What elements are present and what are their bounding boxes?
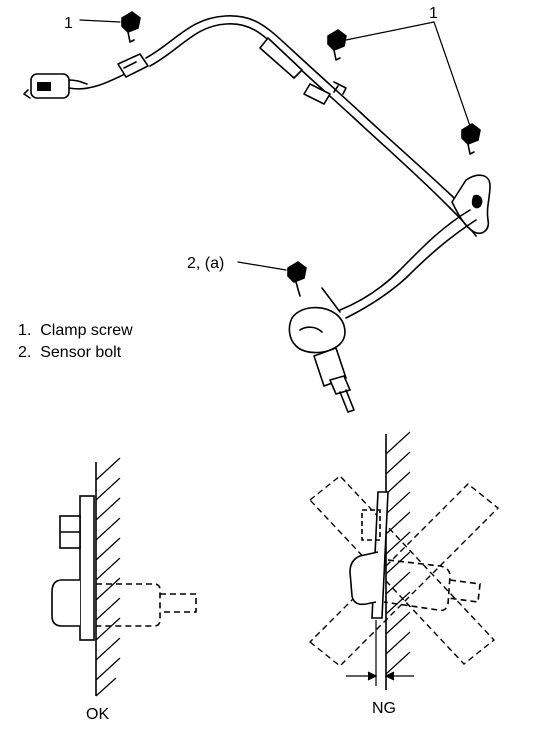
- callout-clamp-screw-group: 1: [429, 5, 438, 22]
- harness-connector: [23, 73, 88, 99]
- sensor-body: [51, 579, 80, 627]
- bolt-head: [361, 509, 381, 541]
- surface-hatching: [95, 457, 121, 697]
- clamp-screw-icon: [461, 123, 481, 155]
- sensor-hidden-part: [383, 559, 451, 612]
- surface-hatching: [385, 431, 411, 675]
- sensor-bolt-icon: [287, 261, 307, 297]
- leader-line: [433, 21, 471, 127]
- legend-number: 1.: [18, 322, 32, 339]
- harness-clamp-2: [303, 81, 347, 105]
- leader-line: [237, 261, 287, 271]
- callout-clamp-screw: 1: [64, 15, 73, 32]
- legend-text: Clamp screw: [40, 322, 133, 339]
- callout-sensor-bolt: 2, (a): [187, 255, 224, 272]
- caption-ng: NG: [372, 700, 396, 717]
- sensor-cable: [339, 209, 471, 311]
- legend-number: 2.: [18, 344, 32, 361]
- harness-cable: [145, 15, 487, 231]
- sensor-flange: [79, 495, 95, 641]
- leader-line: [79, 19, 121, 23]
- leader-line: [345, 21, 435, 41]
- sensor-body: [349, 551, 379, 606]
- harness-sleeve: [259, 37, 303, 79]
- sensor-hidden-part: [96, 583, 161, 627]
- clamp-screw-icon: [327, 29, 347, 61]
- connector-lead: [68, 71, 130, 90]
- harness-clamp-1: [117, 53, 149, 78]
- legend: 1. Clamp screw 2. Sensor bolt: [18, 320, 133, 364]
- ng-installation-view: [308, 431, 500, 690]
- legend-text: Sensor bolt: [40, 344, 122, 361]
- legend-item: 2. Sensor bolt: [18, 342, 133, 364]
- harness-bracket-right: [451, 174, 491, 235]
- gap-dimension-indicator: [346, 620, 414, 686]
- ok-installation-view: [51, 457, 197, 697]
- sensor-harness-assembly: [23, 11, 491, 413]
- wheel-speed-sensor: [288, 287, 355, 413]
- clamp-screw-icon: [121, 11, 141, 43]
- ng-cross-mark: [308, 475, 500, 667]
- legend-item: 1. Clamp screw: [18, 320, 133, 342]
- caption-ok: OK: [86, 706, 110, 723]
